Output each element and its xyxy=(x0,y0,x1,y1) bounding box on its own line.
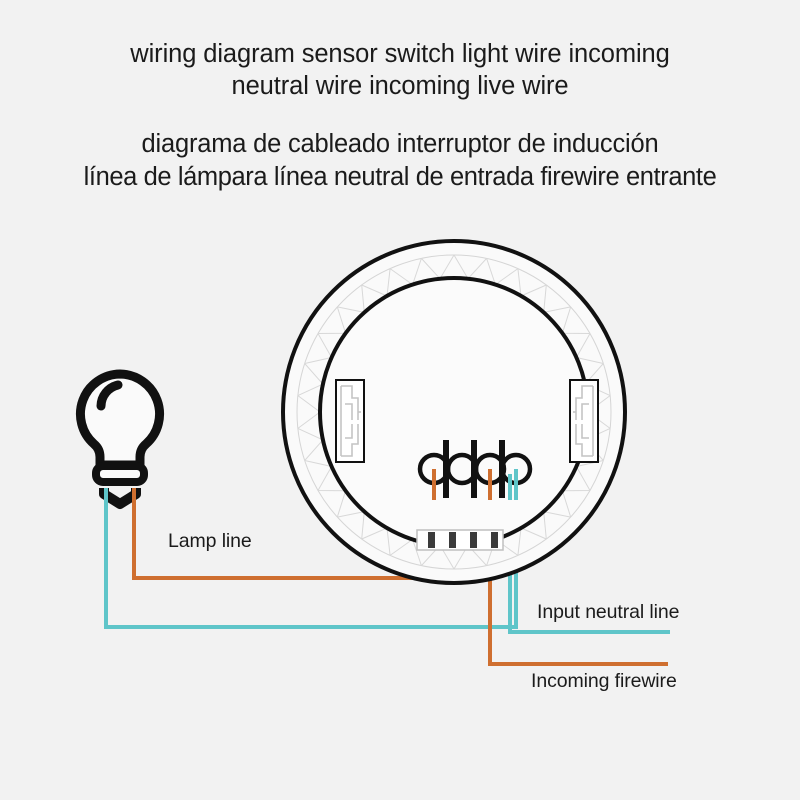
bulb-base xyxy=(92,462,148,486)
lamp-bulb-icon xyxy=(75,369,165,509)
terminal-strip xyxy=(416,529,504,551)
wire-terminal-stubs xyxy=(432,469,518,500)
mounting-bracket-right xyxy=(569,379,599,463)
bulb-contact-foot xyxy=(99,488,141,509)
bulb-leads xyxy=(104,488,136,520)
label-lamp-line: Lamp line xyxy=(168,530,252,552)
terminal-bar-3 xyxy=(499,440,505,498)
device-outer-rim xyxy=(281,239,627,585)
title-spanish: diagrama de cableado interruptor de indu… xyxy=(10,128,790,194)
label-incoming-firewire: Incoming firewire xyxy=(531,670,677,692)
title-spanish-line-1: diagrama de cableado interruptor de indu… xyxy=(141,130,659,158)
title-spanish-line-2: línea de lámpara línea neutral de entrad… xyxy=(83,163,717,191)
terminal-bar-1 xyxy=(443,440,449,498)
mounting-bracket-left xyxy=(335,379,365,463)
sensor-switch-device[interactable] xyxy=(281,239,627,585)
terminal-bar-2 xyxy=(471,440,477,498)
title-english-line-2: neutral wire incoming live wire xyxy=(231,72,569,100)
label-input-neutral-line: Input neutral line xyxy=(537,601,680,623)
title-english: wiring diagram sensor switch light wire … xyxy=(40,38,760,102)
title-english-line-1: wiring diagram sensor switch light wire … xyxy=(130,40,670,68)
bulb-highlight-arc xyxy=(96,380,123,411)
